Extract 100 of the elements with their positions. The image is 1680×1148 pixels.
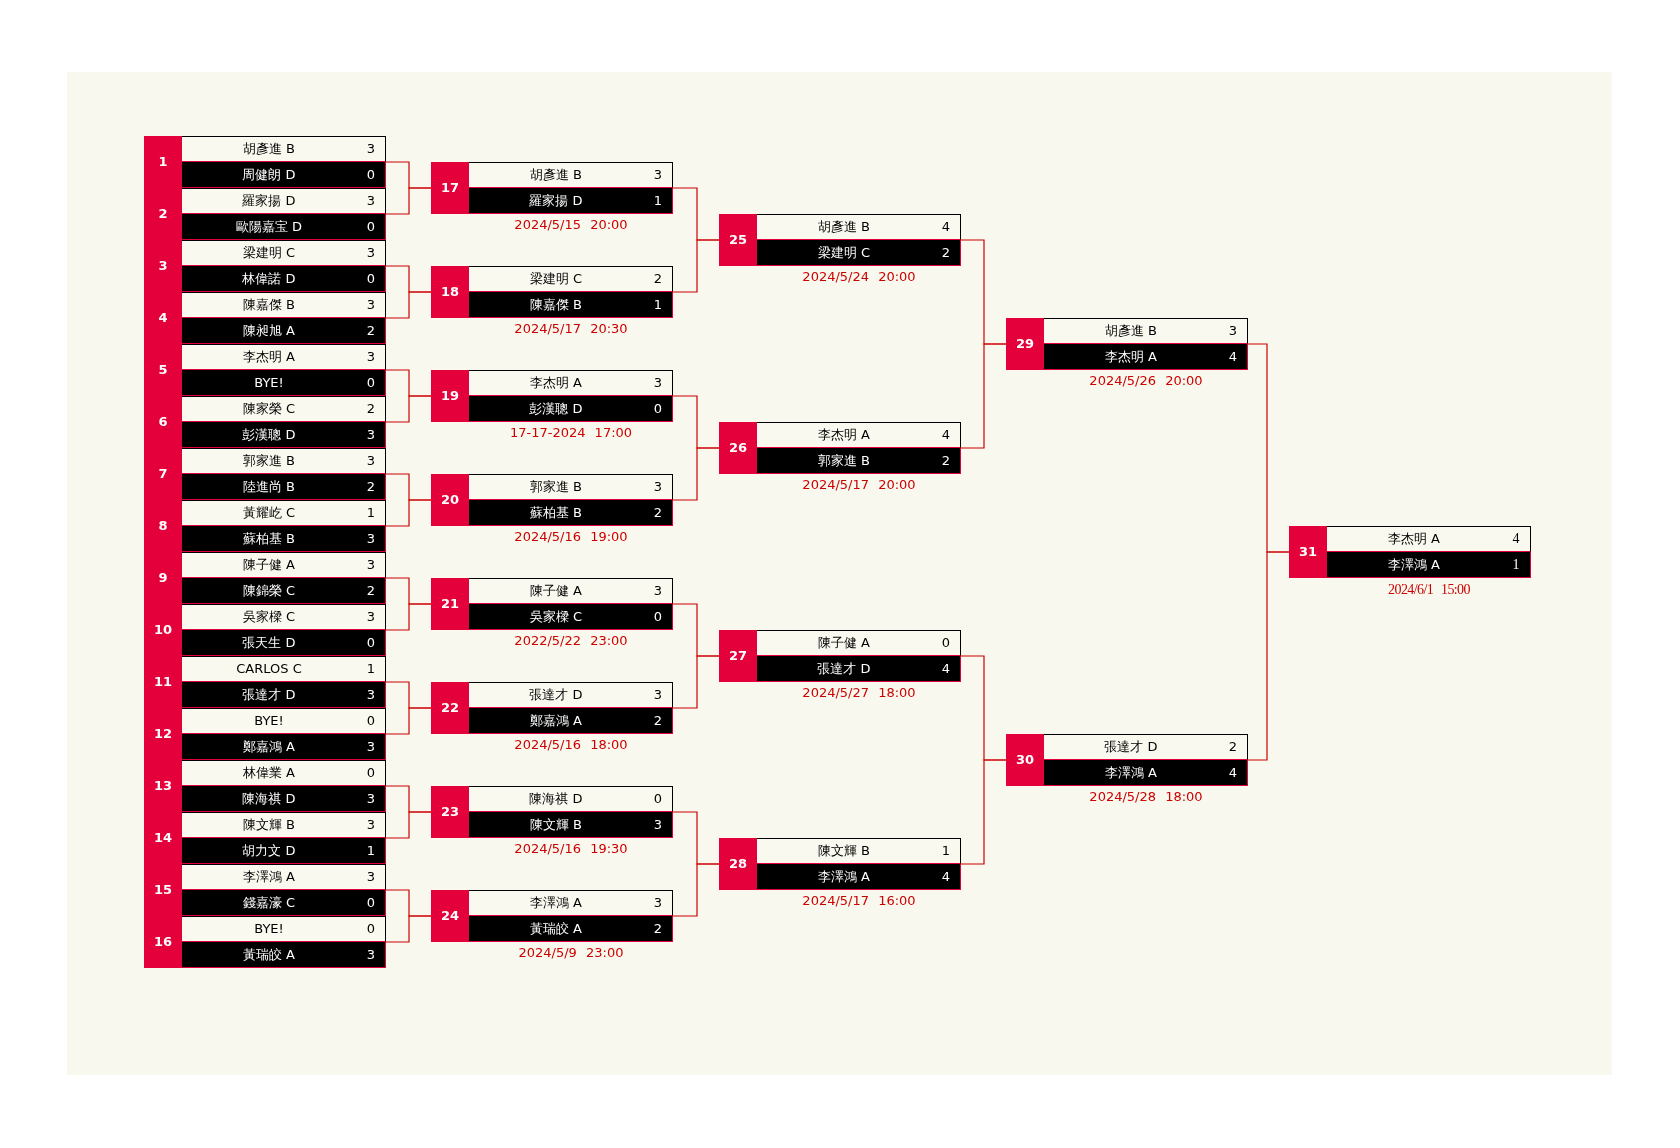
score: 2 — [366, 479, 376, 494]
match-date: 2022/5/22 23:00 — [514, 634, 628, 649]
match-box — [144, 396, 386, 448]
match-date: 2024/5/17 20:00 — [802, 478, 916, 493]
match-number: 20 — [440, 492, 460, 508]
score: 0 — [366, 167, 376, 182]
match-box — [144, 916, 386, 968]
player-row — [182, 682, 386, 708]
score: 3 — [366, 531, 376, 546]
player-name: 陳文輝 B — [817, 843, 871, 859]
player-name: 陳子健 A — [243, 557, 295, 573]
match-box — [144, 760, 386, 812]
player-row — [1044, 760, 1248, 786]
score: 1 — [653, 193, 663, 208]
match-number: 19 — [440, 388, 460, 404]
player-row — [182, 240, 386, 266]
match-box — [144, 552, 386, 604]
player-row — [469, 604, 673, 630]
match-box — [144, 656, 386, 708]
player-row — [469, 370, 673, 396]
match-box — [144, 812, 386, 864]
player-row — [469, 786, 673, 812]
player-row — [182, 136, 386, 162]
player-row — [1327, 526, 1531, 552]
match-box — [144, 604, 386, 656]
score: 3 — [653, 167, 663, 183]
score: 3 — [366, 791, 376, 806]
player-row — [182, 760, 386, 786]
bracket-line — [385, 707, 432, 735]
score: 3 — [366, 349, 376, 365]
player-row — [469, 812, 673, 838]
score: 3 — [653, 817, 663, 832]
player-name: 吳家樑 C — [242, 609, 296, 625]
player-row — [469, 578, 673, 604]
match-number: 1 — [158, 154, 168, 170]
match-box — [144, 188, 386, 240]
match-number: 26 — [728, 440, 748, 456]
player-row — [1044, 344, 1248, 370]
player-row — [1327, 552, 1531, 578]
match-date: 2024/5/24 20:00 — [802, 270, 916, 285]
player-row — [182, 552, 386, 578]
player-name: 郭家進 B — [529, 479, 583, 495]
player-name: 張天生 D — [242, 635, 296, 650]
player-row — [757, 214, 961, 240]
player-name: 陳文輝 B — [529, 817, 583, 832]
score: 2 — [941, 453, 951, 468]
player-name: 蘇柏基 B — [242, 531, 296, 546]
player-name: 陳昶旭 A — [243, 323, 295, 338]
player-name: 陳嘉傑 B — [242, 297, 296, 313]
player-row — [182, 838, 386, 864]
player-name: 林偉業 A — [243, 765, 295, 781]
player-name: 李杰明 A — [1388, 531, 1440, 547]
player-name: 李澤鴻 A — [1105, 765, 1157, 780]
match-date: 2024/5/16 18:00 — [514, 738, 628, 753]
match-number: 14 — [153, 830, 173, 846]
score: 2 — [366, 401, 376, 417]
player-row — [469, 396, 673, 422]
player-name: 李澤鴻 A — [243, 869, 295, 885]
match-number: 5 — [158, 362, 168, 378]
match-number: 21 — [440, 596, 460, 612]
score: 4 — [941, 869, 951, 884]
match-number: 28 — [728, 856, 748, 872]
player-name: 黃瑞皎 A — [530, 921, 582, 936]
player-row — [757, 864, 961, 890]
player-name: 李杰明 A — [243, 349, 295, 365]
match-box — [144, 500, 386, 552]
match-box — [1006, 734, 1248, 786]
score: 0 — [366, 271, 376, 286]
player-name: 梁建明 C — [242, 245, 296, 261]
player-name: 張達才 D — [529, 687, 583, 703]
player-name: 陳家榮 C — [242, 401, 296, 417]
match-number: 8 — [158, 518, 168, 534]
player-row — [182, 916, 386, 942]
bracket-line — [672, 239, 720, 293]
match-date: 2024/5/15 20:00 — [514, 218, 628, 233]
player-name: 梁建明 C — [817, 245, 871, 260]
match-number: 17 — [440, 180, 460, 196]
match-box — [431, 162, 673, 214]
player-row — [182, 890, 386, 916]
match-number: 23 — [440, 804, 460, 820]
player-row — [182, 370, 386, 396]
match-box — [431, 682, 673, 734]
bracket-line — [385, 291, 432, 319]
score: 3 — [366, 739, 376, 754]
player-name: 李澤鴻 A — [530, 895, 582, 911]
player-name: 李澤鴻 A — [1388, 557, 1440, 572]
player-name: 張達才 D — [1104, 739, 1158, 755]
match-number: 3 — [158, 258, 168, 274]
score: 2 — [653, 271, 663, 287]
player-row — [182, 630, 386, 656]
player-row — [469, 708, 673, 734]
match-number: 24 — [440, 908, 460, 924]
score: 1 — [653, 297, 663, 312]
match-number: 9 — [158, 570, 168, 586]
player-name: 李杰明 A — [530, 375, 582, 391]
match-date: 17-17-2024 17:00 — [509, 426, 633, 441]
player-row — [182, 942, 386, 968]
player-row — [757, 838, 961, 864]
player-row — [469, 188, 673, 214]
match-number: 22 — [440, 700, 460, 716]
